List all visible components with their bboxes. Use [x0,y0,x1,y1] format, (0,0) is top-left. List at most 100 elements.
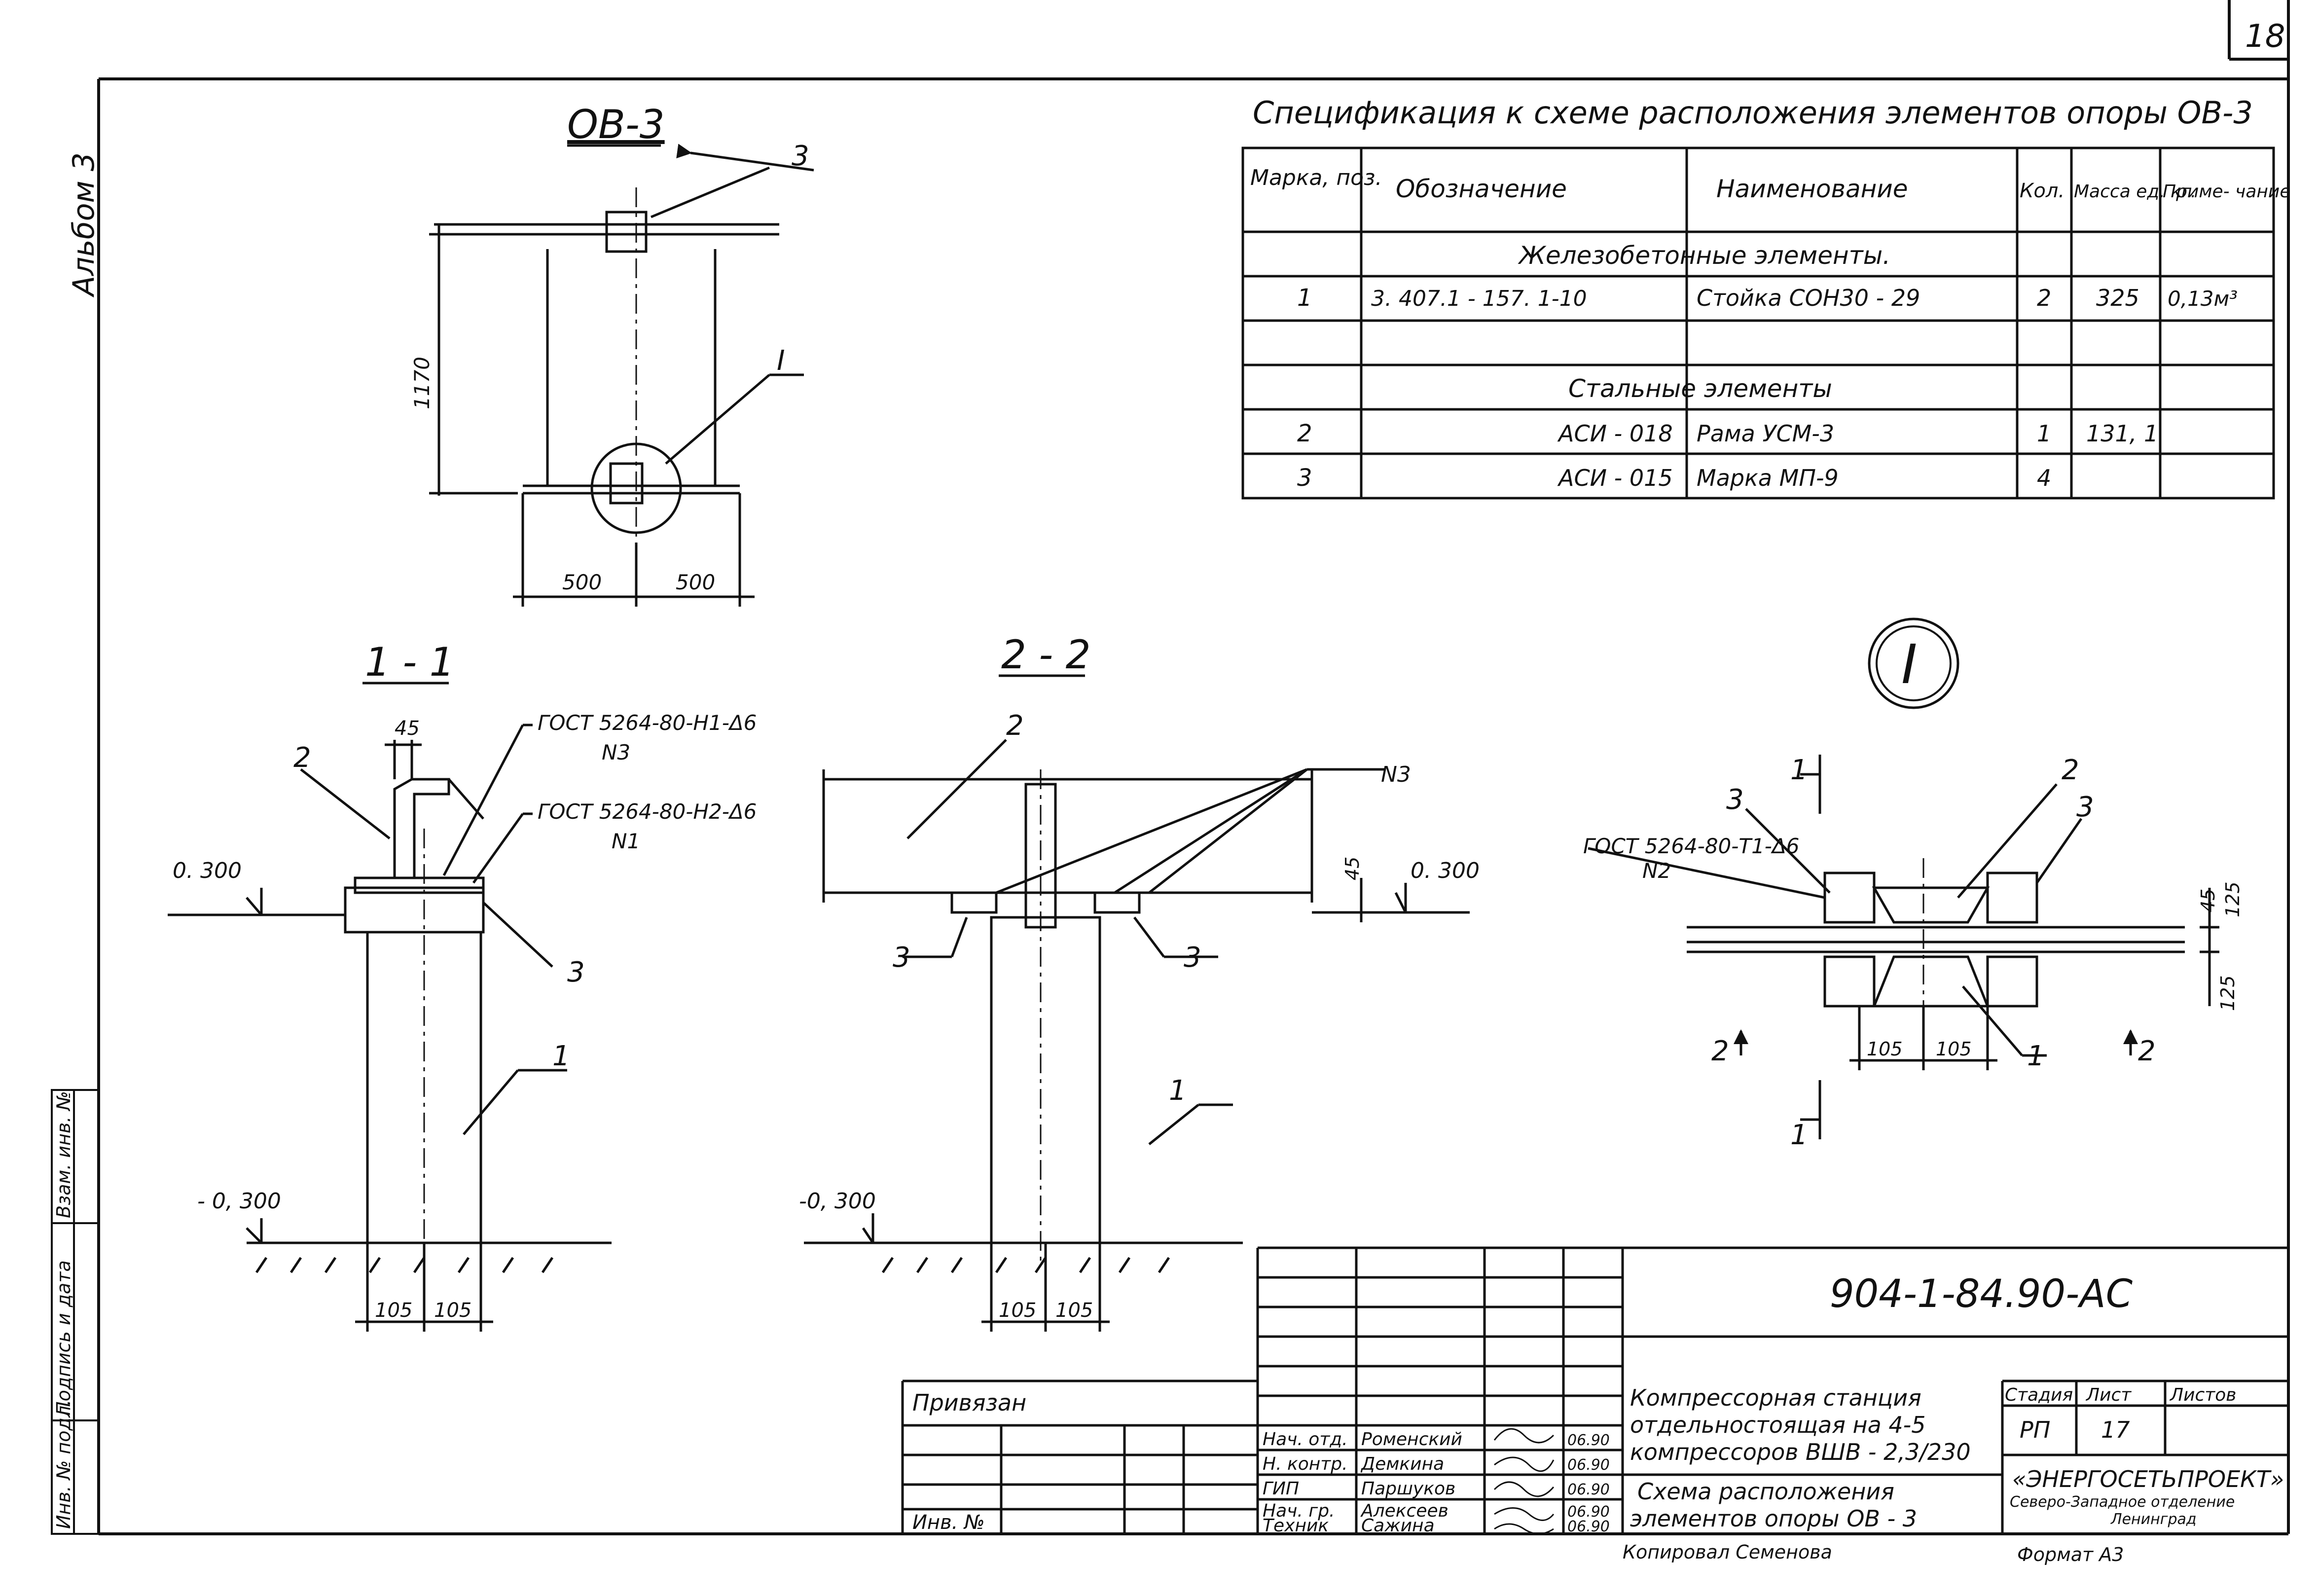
project-title-2: отдельностоящая на 4-5 [1630,1412,1926,1438]
node-dim-125a: 125 [2222,881,2244,917]
role-4: Нач. гр. [1263,1501,1335,1521]
s22-pos-3b: 3 [1184,942,1201,974]
sheet-title-1: Схема расположения [1637,1478,1894,1505]
spec-header-mass: Масса ед. кг. [2074,181,2196,202]
spec-title: Спецификация к схеме расположения элемен… [1253,95,2253,131]
node-cut-2-left: 2 [1711,1035,1729,1067]
org-name: «ЭНЕРГОСЕТЬПРОЕКТ» [2012,1466,2284,1492]
spec-header-designation: Обозначение [1396,175,1567,203]
privyazan-label: Привязан [912,1389,1026,1416]
s11-weld1-n: N3 [602,740,630,764]
role-3: ГИП [1263,1479,1299,1499]
spec-row3-designation: АСИ - 015 [1557,465,1673,491]
s11-level-top: 0. 300 [173,858,242,883]
s11-pos-3: 3 [567,956,585,988]
s11-dim-left: 105 [375,1299,412,1322]
sheet-title-2: элементов опоры ОВ - 3 [1630,1505,1917,1532]
spec-row2-qty: 1 [2037,420,2051,447]
ov3-title: ОВ-3 [567,102,665,147]
spec-header-note: Приме- чание [2163,181,2290,202]
project-title-3: компрессоров ВШВ - 2,3/230 [1630,1439,1971,1465]
sheets-header: Листов [2169,1385,2236,1405]
signatures [1493,1428,1555,1535]
role-1: Нач. отд. [1263,1429,1348,1450]
s11-dim-45: 45 [395,717,420,740]
sheet-header: Лист [2085,1385,2132,1405]
spec-row1-designation: 3. 407.1 - 157. 1-10 [1371,286,1587,311]
node-dim-right: 105 [1936,1038,1972,1060]
date-5: 06.90 [1567,1518,1610,1535]
spec-row3-qty: 4 [2037,465,2051,491]
spec-row2-designation: АСИ - 018 [1557,420,1673,447]
spec-section-concrete: Железобетонные элементы. [1518,241,1890,270]
drawing-code: 904-1-84.90-АС [1830,1272,2133,1316]
s22-dim-45: 45 [1341,857,1363,880]
ov3-node-label: I [777,345,785,377]
role-5: Техник [1263,1516,1329,1536]
name-2: Демкина [1360,1454,1444,1474]
stage-value: РП [2020,1416,2050,1443]
section-1-1: 1 - 1 [168,639,757,1332]
page-number: 18 [2245,18,2285,55]
node-dim-left: 105 [1867,1038,1903,1060]
spec-table: Спецификация к схеме расположения элемен… [1241,95,2290,500]
spec-header-pos: Марка, поз. [1250,165,1382,190]
sheet-value: 17 [2101,1416,2130,1443]
sheet-frame [97,0,2290,1535]
date-2: 06.90 [1567,1456,1610,1474]
spec-row1-pos: 1 [1297,284,1312,312]
org-sub-1: Северо-Западное отделение [2010,1493,2235,1511]
spec-row1-mass: 325 [2096,285,2139,311]
name-1: Роменский [1361,1429,1462,1450]
node-pos-2: 2 [2062,754,2079,786]
node-cut-2-right: 2 [2138,1035,2156,1067]
s11-dim-right: 105 [434,1299,471,1322]
title-block [901,1246,2288,1534]
node-cut-1-bottom: 1 [1790,1119,1808,1151]
inv-replaced-label: Взам. инв. № [53,1091,74,1218]
spec-header-qty: Кол. [2020,180,2064,202]
s11-pos-2: 2 [293,742,311,774]
org-sub-2: Ленинград [2110,1511,2197,1528]
ov3-dim-height: 1170 [410,357,434,409]
spec-row2-mass: 131, 1 [2086,420,2158,447]
s11-weld2: ГОСТ 5264-80-Н2-Δ6 [538,799,757,824]
role-2: Н. контр. [1263,1454,1348,1474]
s22-level-bottom: -0, 300 [799,1189,876,1214]
s22-level-top: 0. 300 [1411,858,1480,883]
node-weld: ГОСТ 5264-80-Т1-Δ6 [1583,834,1799,858]
spec-row1-name: Стойка СОН30 - 29 [1697,285,1920,311]
ov3-pos-3: 3 [792,140,809,172]
name-4: Алексеев [1360,1501,1449,1521]
spec-section-steel: Стальные элементы [1568,374,1832,403]
date-1: 06.90 [1567,1432,1610,1449]
ov3-plan-view: ОВ-3 1170 500 500 [410,102,814,607]
name-3: Паршуков [1361,1479,1455,1499]
node-pos-3b: 3 [2076,791,2094,823]
s22-pos-2: 2 [1006,710,1024,742]
s22-weld-n: N3 [1381,762,1411,787]
spec-header-name: Наименование [1716,175,1908,203]
node-dim-125b: 125 [2217,975,2239,1011]
s22-pos-3a: 3 [893,942,910,974]
stage-header: Стадия [2005,1385,2073,1405]
s11-weld1: ГОСТ 5264-80-Н1-Δ6 [538,711,757,735]
s22-title: 2 - 2 [1001,632,1091,678]
s11-pos-1: 1 [552,1040,570,1072]
album-label: Альбом 3 [67,152,101,298]
node-i-title: I [1901,633,1917,696]
node-i-detail: I [1583,617,2244,1151]
node-pos-1: 1 [2027,1040,2045,1072]
spec-row1-qty: 2 [2037,285,2051,311]
format-label: Формат А3 [2017,1544,2124,1565]
spec-row3-name: Марка МП-9 [1697,465,1839,491]
spec-row1-note: 0,13м³ [2168,287,2238,311]
ov3-dim-right: 500 [676,570,715,594]
date-3: 06.90 [1567,1481,1610,1498]
node-dim-45: 45 [2197,889,2219,912]
section-2-2: 2 - 2 [799,632,1480,1332]
date-4: 06.90 [1567,1503,1610,1521]
ov3-dim-left: 500 [562,570,602,594]
name-5: Сажина [1361,1516,1435,1536]
